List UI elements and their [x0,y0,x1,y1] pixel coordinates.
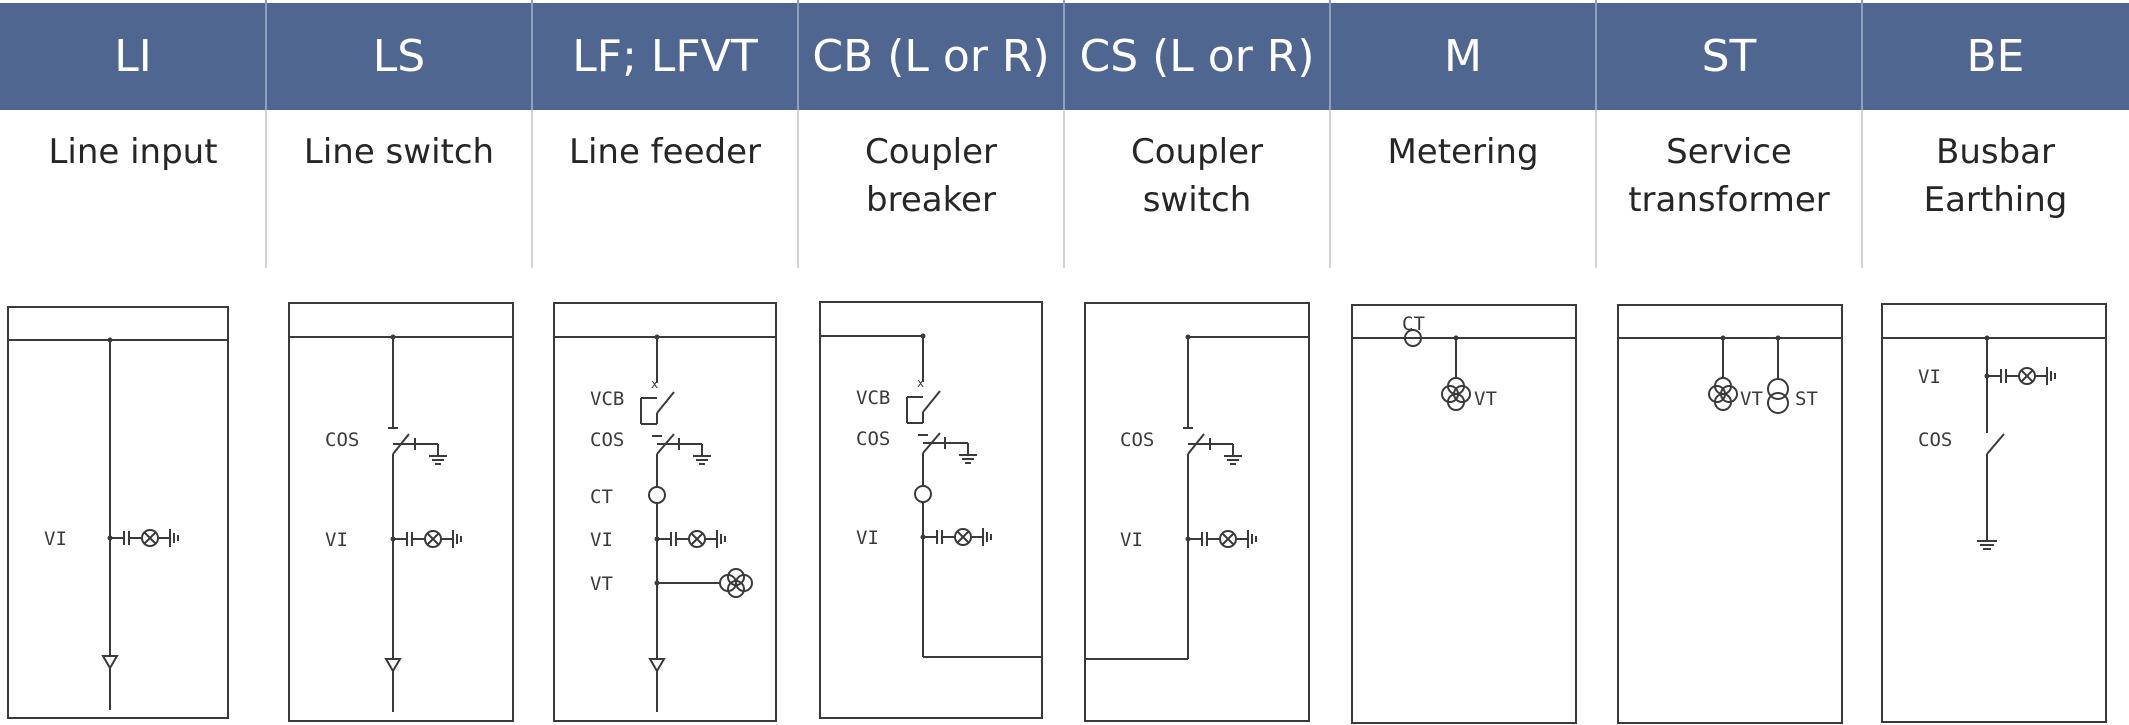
column-li: LI Line input [0,0,266,725]
label-vi: VI [856,527,879,549]
column-lf: LF; LFVT Line feeder [532,0,798,725]
label-vcb: VCB [590,388,624,410]
label-vi: VI [1918,366,1941,388]
column-code: ST [1596,3,1862,110]
column-description: Line feeder [569,132,761,172]
diagram-li: VI [7,306,229,719]
svg-text:x: x [651,377,658,391]
column-code: CB (L or R) [798,3,1064,110]
column-divider [1063,110,1065,268]
label-cos: COS [325,429,359,451]
column-cb: CB (L or R) Coupler breaker [798,0,1064,725]
header-divider [531,0,533,110]
label-vt: VT [1740,388,1763,410]
label-cos: COS [1120,429,1154,451]
column-be: BE Busbar Earthing [1862,0,2129,725]
column-code: BE [1862,3,2129,110]
header-divider [265,0,267,110]
label-cos: COS [1918,429,1952,451]
label-vt: VT [590,573,613,595]
header-divider [1063,0,1065,110]
label-vi: VI [44,528,67,550]
label-cos: COS [856,428,890,450]
column-divider [1329,110,1331,268]
label-st: ST [1795,388,1818,410]
diagram-m: CT VT [1351,304,1577,724]
label-cos: COS [590,429,624,451]
header-divider [1861,0,1863,110]
column-cs: CS (L or R) Coupler switch [1064,0,1330,725]
column-m: M Metering [1330,0,1596,725]
column-description: Service transformer [1628,132,1830,220]
svg-text:x: x [917,376,924,390]
header-divider [1329,0,1331,110]
header-divider [797,0,799,110]
column-description: Busbar Earthing [1923,132,2068,220]
label-vcb: VCB [856,387,890,409]
column-divider [531,110,533,268]
label-ct: CT [590,486,613,508]
column-code: LI [0,3,266,110]
label-vi: VI [325,529,348,551]
column-code: LS [266,3,532,110]
column-divider [1595,110,1597,268]
column-divider [1861,110,1863,268]
diagram-lf: x VCB COS CT VI [553,302,777,722]
label-vi: VI [1120,529,1143,551]
header-divider [1595,0,1597,110]
diagram-be: VI COS [1881,303,2107,723]
column-st: ST Service transformer [1596,0,1862,725]
label-vi: VI [590,529,613,551]
diagram-cb: x VCB COS VI [819,301,1043,719]
column-description: Line switch [303,132,495,172]
column-divider [265,110,267,268]
column-description: Line input [48,132,218,172]
diagram-st: VT ST [1617,304,1843,724]
label-vt: VT [1474,388,1497,410]
diagram-ls: COS VI [288,302,514,722]
column-description: Metering [1387,132,1539,172]
column-code: LF; LFVT [532,3,798,110]
column-description: Coupler breaker [864,132,997,220]
diagram-cs: COS VI [1084,302,1310,722]
label-ct: CT [1402,313,1425,335]
column-ls: LS Line switch [266,0,532,725]
column-code: CS (L or R) [1064,3,1330,110]
column-code: M [1330,3,1596,110]
column-divider [797,110,799,268]
column-description: Coupler switch [1130,132,1263,220]
